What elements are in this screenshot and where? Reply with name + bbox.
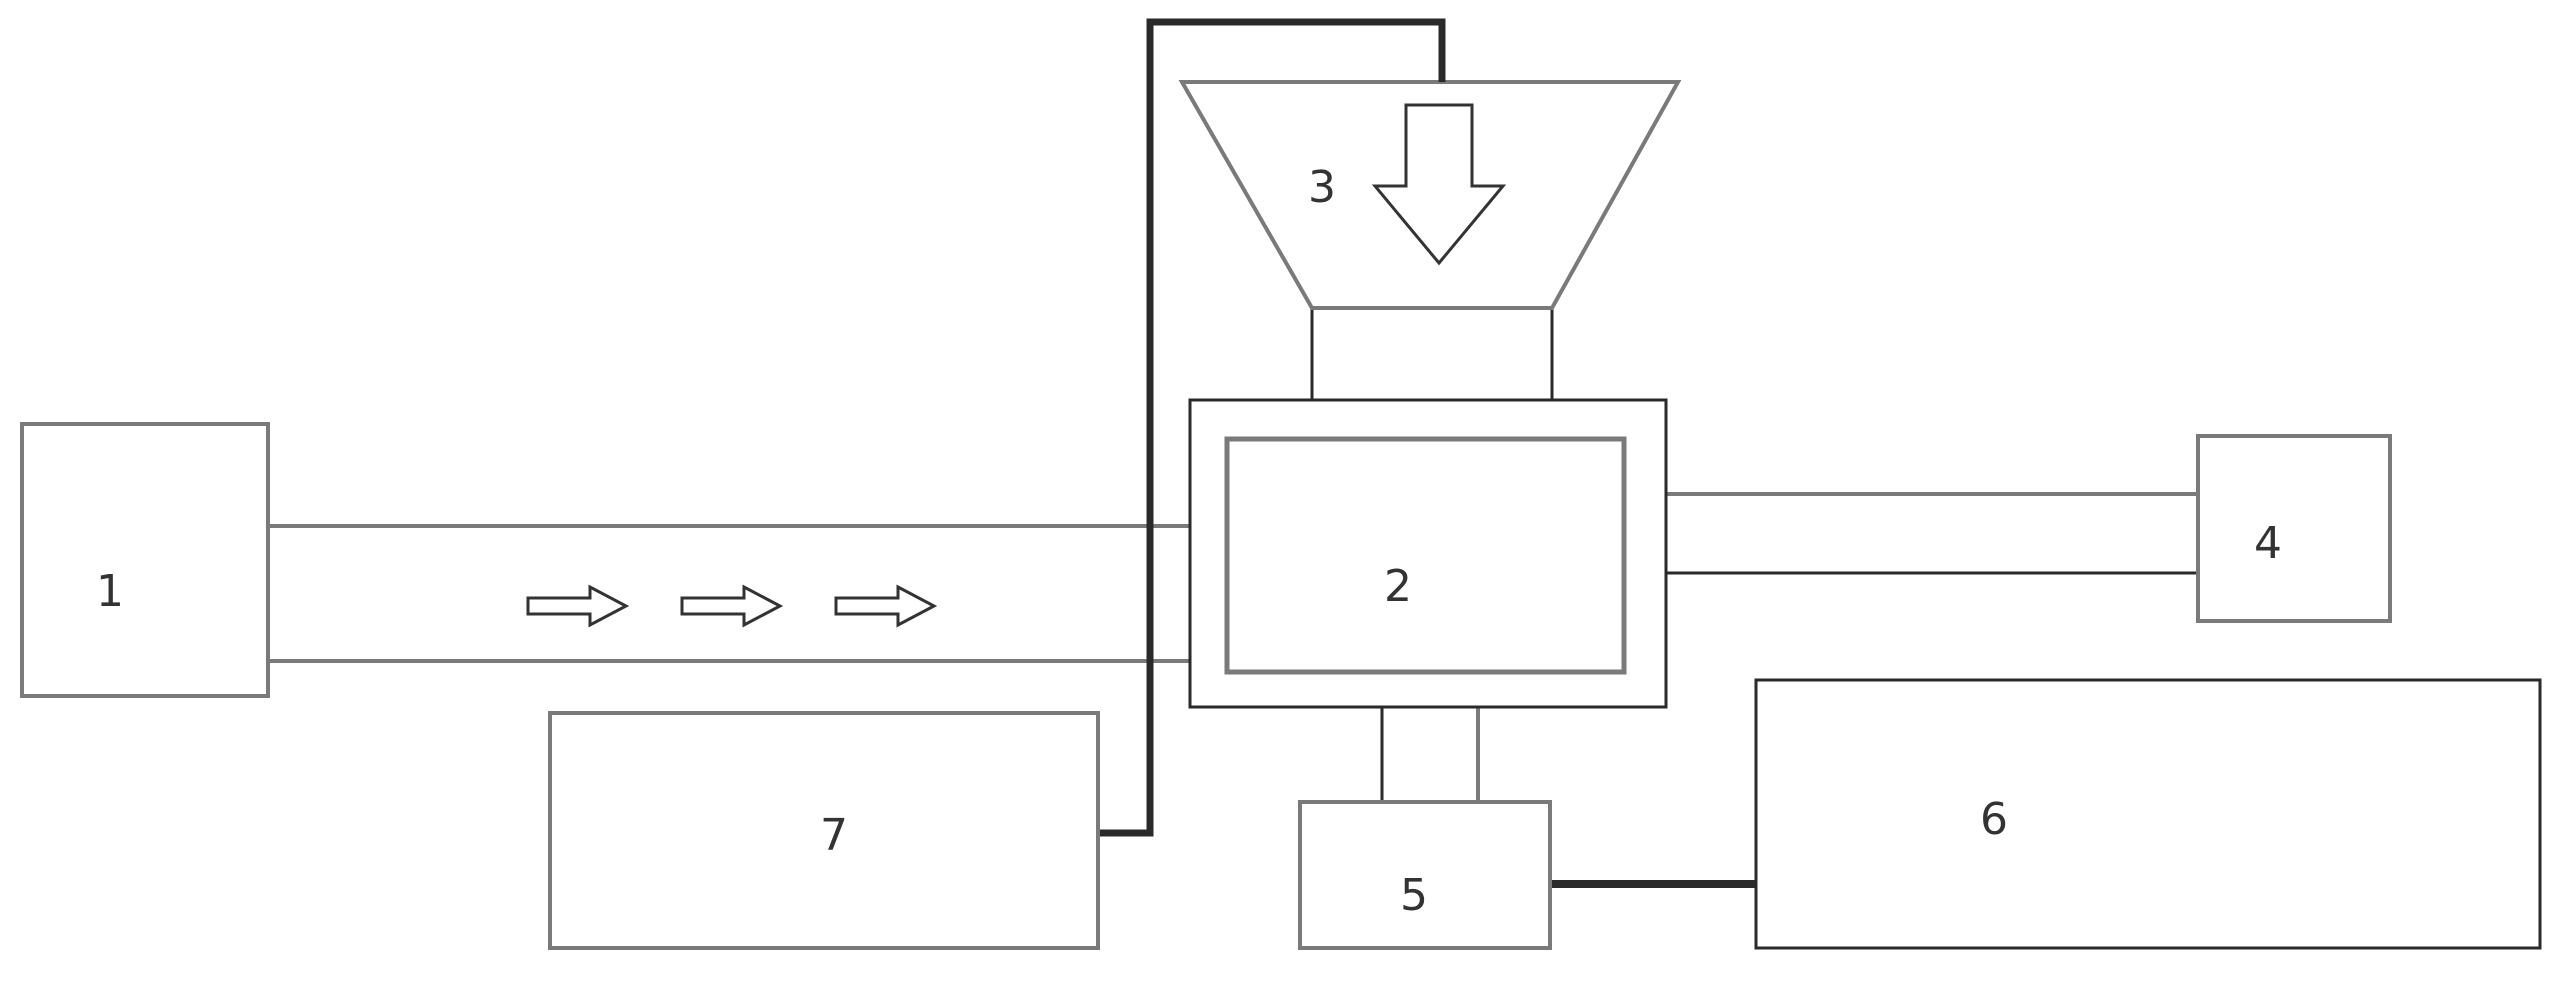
component-label-4: 4 xyxy=(2254,518,2282,569)
connector-2-to-5 xyxy=(1380,707,1480,802)
unit-7: 7 xyxy=(548,711,1100,950)
connector-2-to-4 xyxy=(1666,492,2198,575)
unit-2-inner-box xyxy=(1224,436,1627,675)
unit-5: 5 xyxy=(1298,800,1552,950)
unit-5-box xyxy=(1298,800,1552,950)
flow-arrow-icon xyxy=(526,584,630,628)
unit-6: 6 xyxy=(1754,678,2542,950)
flow-arrow-icon xyxy=(834,584,938,628)
hopper-3: 3 xyxy=(1178,80,1682,310)
component-label-3: 3 xyxy=(1308,162,1336,213)
flow-arrow-icon xyxy=(680,584,784,628)
down-arrow-icon xyxy=(1371,103,1507,266)
unit-4-box xyxy=(2196,434,2392,623)
flow-arrows xyxy=(526,584,938,628)
component-label-6: 6 xyxy=(1980,794,2008,845)
hopper-neck xyxy=(1310,306,1554,400)
component-label-1: 1 xyxy=(96,566,124,617)
unit-6-box xyxy=(1754,678,2542,950)
unit-7-box xyxy=(548,711,1100,950)
component-label-7: 7 xyxy=(820,810,848,861)
feed-duct xyxy=(268,524,1190,663)
unit-1-box xyxy=(20,422,270,698)
unit-4: 4 xyxy=(2196,434,2392,623)
unit-2: 2 xyxy=(1188,398,1668,709)
component-label-2: 2 xyxy=(1384,561,1412,612)
unit-1: 1 xyxy=(20,422,270,698)
component-label-5: 5 xyxy=(1400,870,1428,921)
thick-line-7-to-3 xyxy=(1098,18,1446,837)
